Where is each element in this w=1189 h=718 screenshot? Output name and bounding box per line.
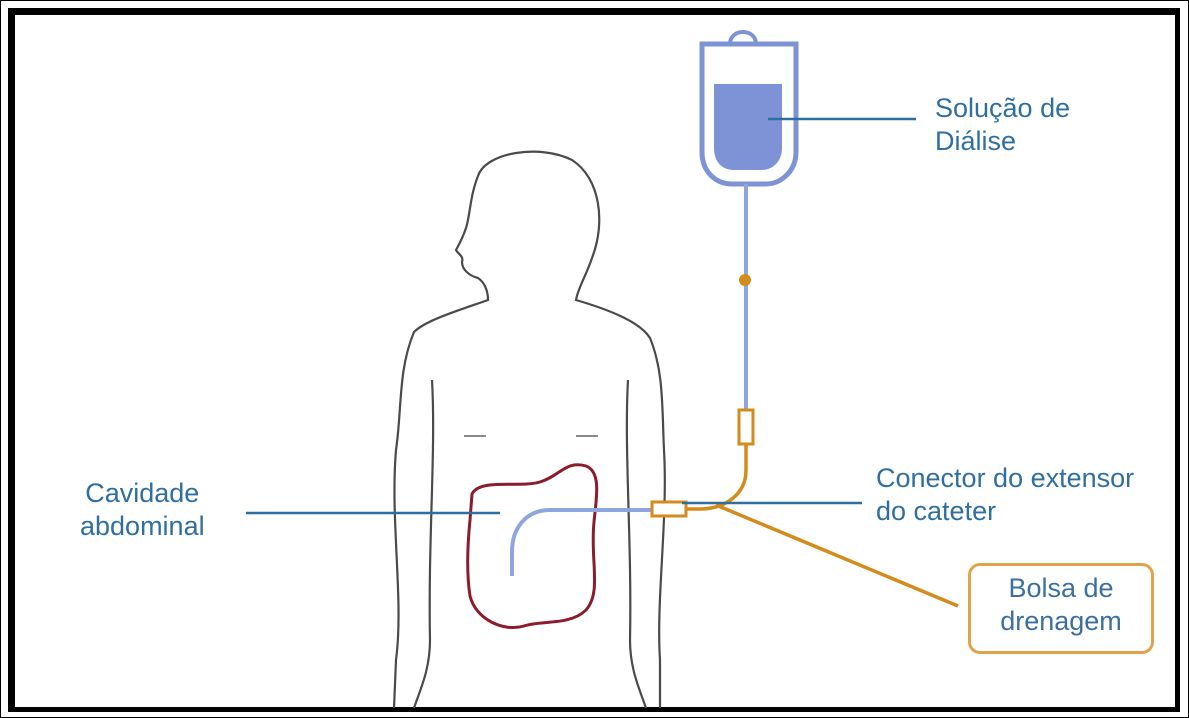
abdominal-cavity-label: Cavidade abdominal xyxy=(80,477,205,543)
orange-transfer-tube xyxy=(686,444,746,509)
clamp-dot xyxy=(739,274,751,286)
left-arm-inner-line xyxy=(414,380,433,708)
catheter-connector xyxy=(652,502,686,516)
dialysis-solution-label-line1: Solução de xyxy=(935,92,1070,125)
drainage-bag-label-line2: drenagem xyxy=(968,605,1154,638)
catheter-connector-label: Conector do extensor do cateter xyxy=(876,462,1134,528)
drainage-bag-label: Bolsa de drenagem xyxy=(968,572,1154,638)
catheter-connector-label-line2: do cateter xyxy=(876,495,1134,528)
dialysis-solution-label-line2: Diálise xyxy=(935,125,1070,158)
dialysis-bag-fluid xyxy=(714,84,782,170)
abdominal-cavity-label-line2: abdominal xyxy=(80,510,205,543)
abdominal-cavity-shape xyxy=(468,465,597,628)
dialysis-solution-label: Solução de Diálise xyxy=(935,92,1070,158)
abdominal-cavity-label-line1: Cavidade xyxy=(80,477,205,510)
drainage-bag-label-line1: Bolsa de xyxy=(968,572,1154,605)
catheter-connector-label-line1: Conector do extensor xyxy=(876,462,1134,495)
line-connector xyxy=(739,410,753,444)
right-arm-inner-line xyxy=(627,380,646,708)
catheter-tube xyxy=(512,510,652,576)
